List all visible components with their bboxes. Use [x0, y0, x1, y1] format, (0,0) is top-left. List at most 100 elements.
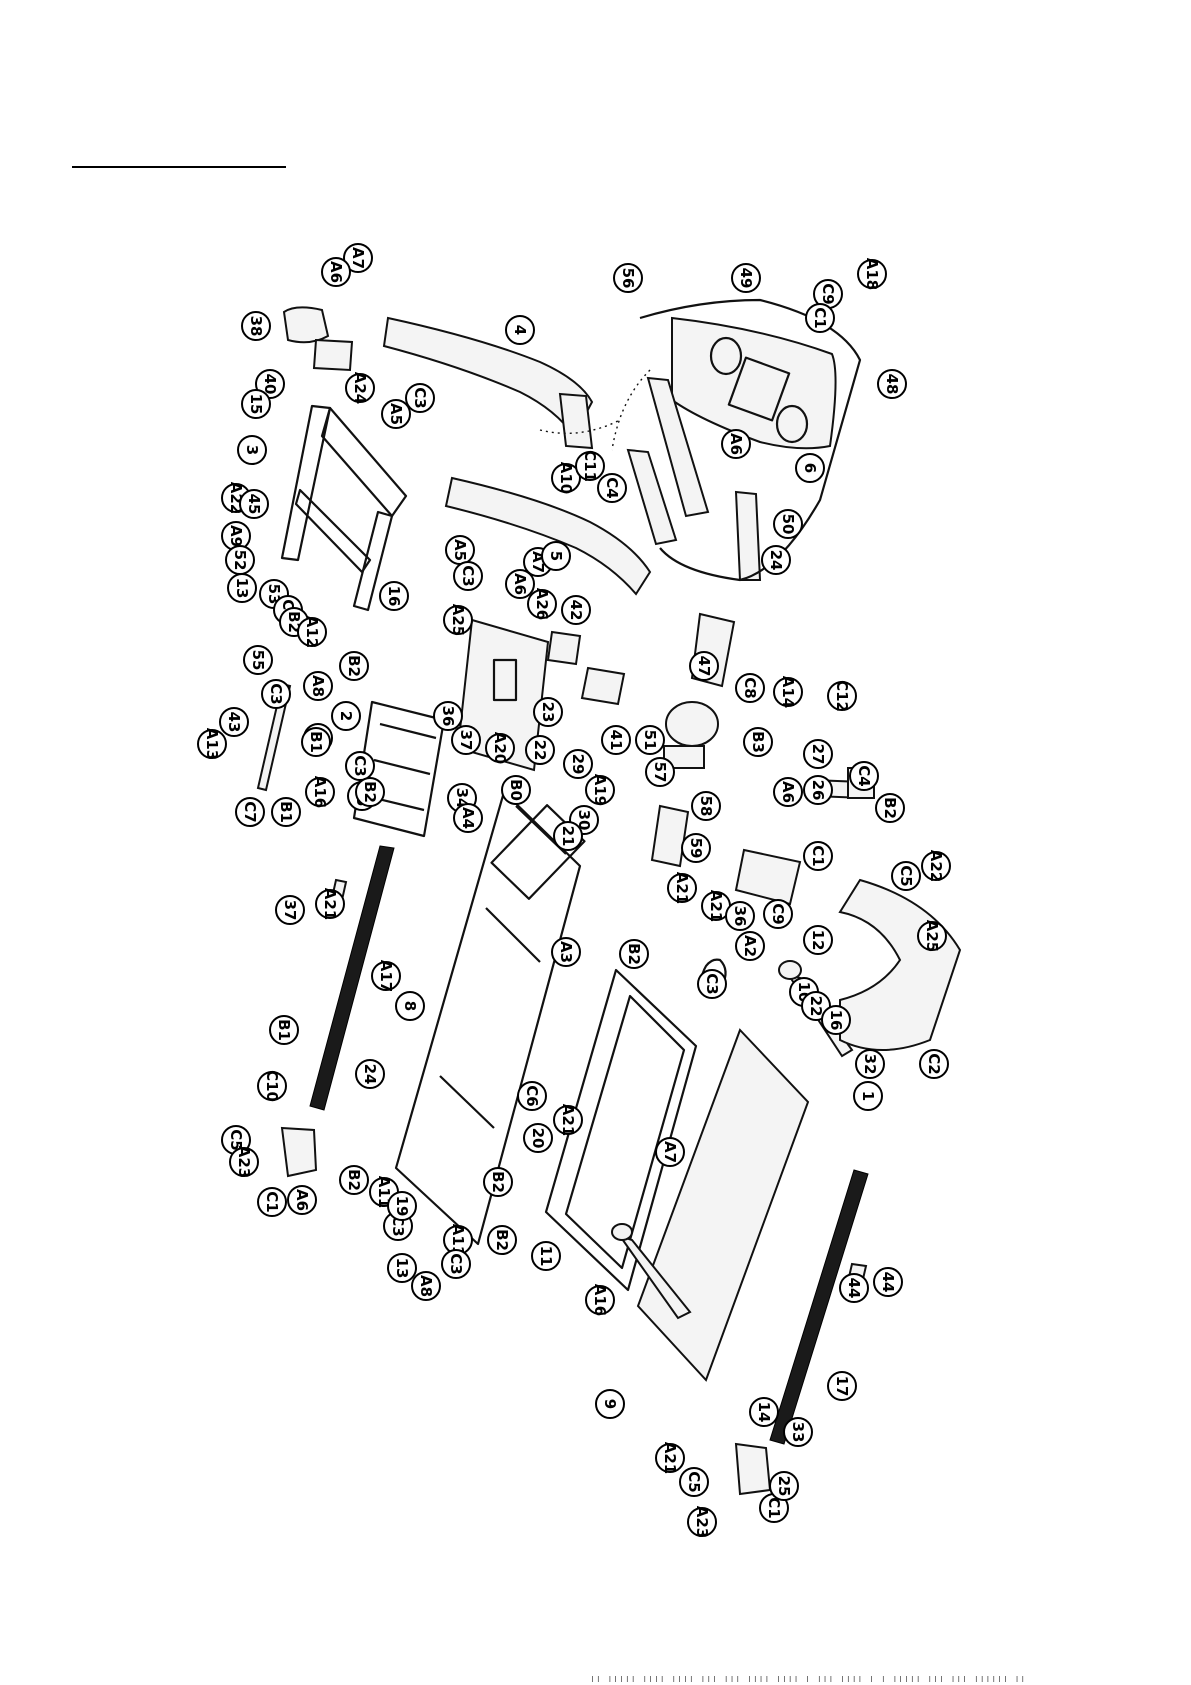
callout-circle	[667, 873, 697, 903]
motor-26	[663, 701, 719, 769]
callout-label: C2	[925, 1053, 943, 1074]
motor-hood-22	[838, 878, 962, 1051]
callout-a6: A6	[721, 429, 751, 459]
callout-3: 3	[237, 435, 267, 465]
callout-22: 22	[525, 735, 555, 765]
callout-label: A6	[727, 433, 745, 455]
callout-a18: A18	[857, 258, 887, 290]
callout-c5: C5	[221, 1125, 251, 1155]
callout-label: C5	[685, 1471, 703, 1492]
callout-58: 58	[691, 791, 721, 821]
callout-label: B3	[749, 731, 767, 753]
callout-circle	[855, 1049, 885, 1079]
callout-49: 49	[731, 263, 761, 293]
callout-circle	[873, 1267, 903, 1297]
callout-circle	[405, 383, 435, 413]
end-cap-24	[280, 1126, 318, 1178]
callout-label: A18	[863, 258, 881, 290]
callout-b0: B0	[501, 775, 531, 805]
callout-label: B1	[277, 801, 295, 823]
bracket-40	[312, 338, 354, 372]
callout-circle	[721, 429, 751, 459]
callout-15: 15	[241, 389, 271, 419]
side-rail-16	[309, 845, 395, 1111]
callout-label: C3	[703, 973, 721, 994]
callout-circle	[339, 1165, 369, 1195]
callout-label: A6	[779, 781, 797, 803]
callout-circle	[773, 777, 803, 807]
rear-bracket-36	[734, 848, 802, 906]
callout-circle	[433, 701, 463, 731]
callout-circle	[453, 561, 483, 591]
callout-a3: A3	[551, 937, 581, 967]
callout-label: A17	[377, 960, 395, 992]
callout-label: 32	[861, 1054, 879, 1075]
callout-circle	[655, 1137, 685, 1167]
callout-38: 38	[241, 311, 271, 341]
callout-circle	[345, 751, 375, 781]
callout-label: B0	[507, 779, 525, 801]
callout-label: A16	[591, 1284, 609, 1316]
bracket-41	[580, 666, 626, 706]
callout-a7: A7	[343, 243, 373, 273]
callout-label: A7	[349, 247, 367, 269]
callout-circle	[501, 775, 531, 805]
callout-label: 58	[697, 796, 715, 817]
callout-label: C12	[833, 680, 851, 712]
callout-label: 29	[569, 754, 587, 775]
callout-circle	[821, 1005, 851, 1035]
callout-circle	[303, 671, 333, 701]
callout-label: 5	[547, 551, 565, 561]
callout-circle	[305, 777, 335, 807]
callout-label: 16	[385, 586, 403, 607]
callout-circle	[241, 311, 271, 341]
callout-label: C10	[263, 1070, 281, 1102]
callout-circle	[505, 315, 535, 345]
callout-label: A2	[741, 935, 759, 957]
callout-circle	[533, 697, 563, 727]
callout-c11: C11	[575, 450, 605, 482]
callout-circle	[371, 961, 401, 991]
callout-a6: A6	[287, 1185, 317, 1215]
callout-circle	[735, 931, 765, 961]
callout-circle	[655, 1443, 685, 1473]
callout-17: 17	[827, 1371, 857, 1401]
callout-circle	[321, 257, 351, 287]
callout-label: 49	[737, 268, 755, 289]
callout-circle	[803, 841, 833, 871]
callout-c1: C1	[257, 1187, 287, 1217]
callout-circle	[921, 851, 951, 881]
callout-label: 22	[531, 740, 549, 761]
callout-label: C3	[411, 387, 429, 408]
callout-55: 55	[243, 645, 273, 675]
callout-label: B1	[275, 1019, 293, 1041]
callout-label: A13	[203, 728, 221, 760]
callout-circle	[679, 1467, 709, 1497]
callout-a21: A21	[667, 872, 697, 904]
callout-label: 2	[337, 711, 355, 721]
callout-19: 19	[387, 1191, 417, 1221]
callout-c3: C3	[441, 1249, 471, 1279]
callout-c1: C1	[803, 841, 833, 871]
callout-label: 15	[247, 394, 265, 415]
callout-label: A6	[511, 573, 529, 595]
callout-label: 36	[731, 906, 749, 927]
callout-circle	[761, 545, 791, 575]
callout-51: 51	[635, 725, 665, 755]
callout-circle	[691, 791, 721, 821]
callout-label: 47	[695, 656, 713, 677]
callout-14: 14	[749, 1397, 779, 1427]
callout-circle	[227, 573, 257, 603]
callout-12: 12	[803, 925, 833, 955]
callout-label: A8	[417, 1275, 435, 1297]
callout-label: A10	[557, 462, 575, 494]
callout-2: 2	[331, 701, 361, 731]
callout-circle	[877, 369, 907, 399]
callout-label: C5	[227, 1129, 245, 1150]
callout-label: 41	[607, 730, 625, 751]
callout-a23: A23	[687, 1506, 717, 1538]
callout-a5: A5	[381, 399, 411, 429]
callout-label: 4	[511, 325, 529, 335]
callout-label: C3	[459, 565, 477, 586]
